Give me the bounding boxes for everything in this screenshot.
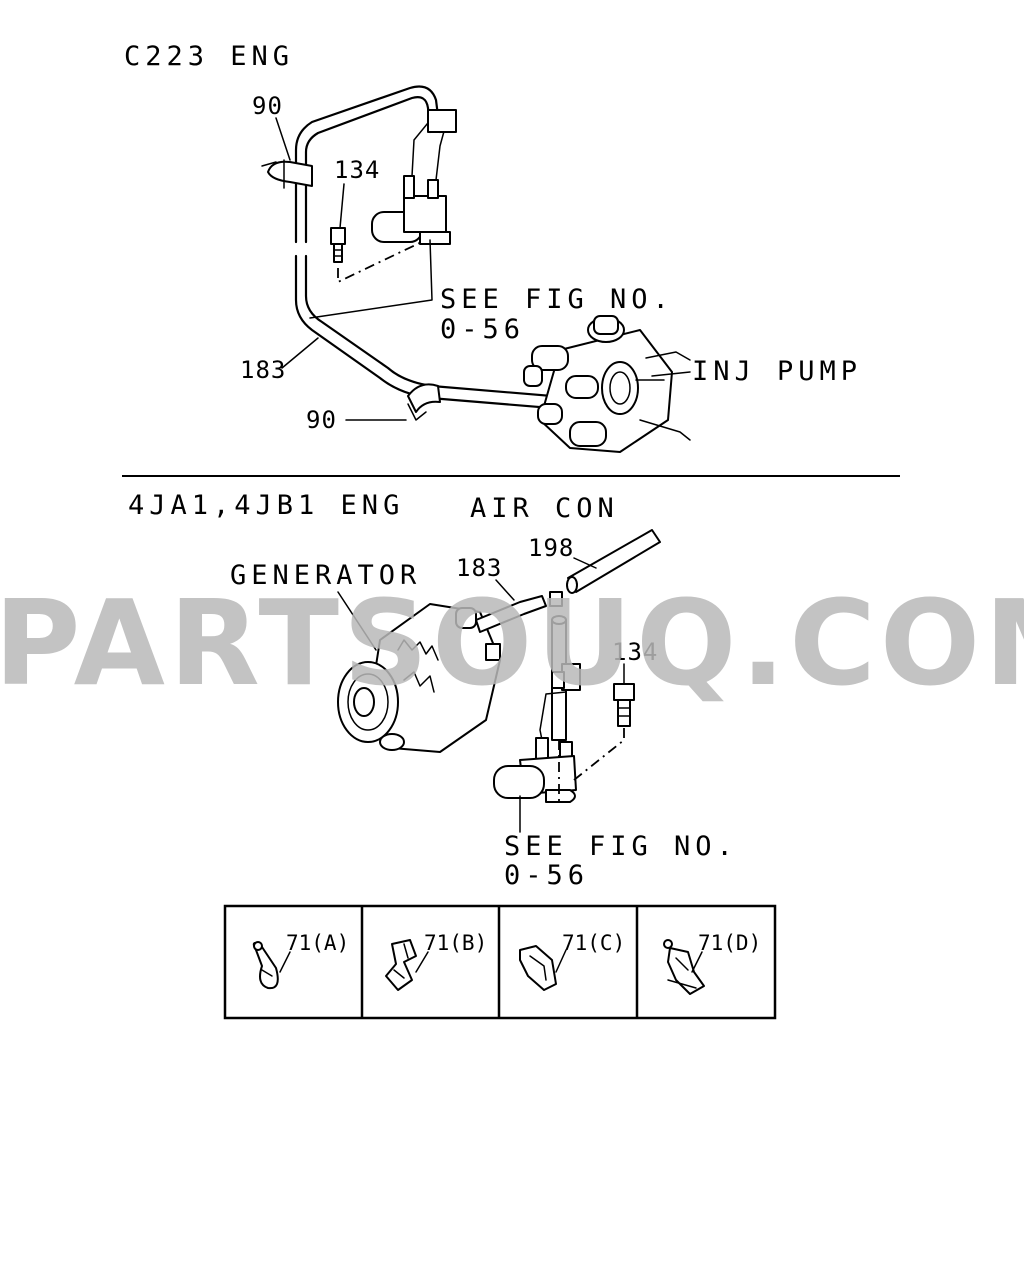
clip-90-lower bbox=[407, 383, 441, 421]
clip-label-a: 71(A) bbox=[286, 931, 349, 955]
top-heading: C223 ENG bbox=[124, 41, 294, 72]
leader-see-fig-top bbox=[309, 239, 433, 319]
bottom-subheading: AIR CON bbox=[470, 493, 619, 524]
injection-pump bbox=[523, 315, 691, 453]
callout-134-top: 134 bbox=[334, 156, 380, 184]
callout-183-bottom: 183 bbox=[456, 554, 502, 582]
top-see-fig-line2: 0-56 bbox=[440, 314, 525, 345]
label-generator: GENERATOR bbox=[230, 560, 421, 591]
clip-cell-c: 71(C) bbox=[519, 931, 625, 991]
bottom-see-fig-line1: SEE FIG NO. bbox=[504, 831, 738, 862]
clip-90-upper bbox=[261, 159, 313, 189]
label-inj-pump: INJ PUMP bbox=[692, 356, 862, 387]
pipe-198 bbox=[566, 529, 661, 594]
bottom-heading: 4JA1,4JB1 ENG bbox=[128, 490, 404, 521]
clip-cell-d: 71(D) bbox=[663, 931, 761, 995]
callout-183-top: 183 bbox=[240, 356, 286, 384]
vsv-valve-bottom bbox=[493, 663, 581, 803]
hose-183-top bbox=[294, 85, 602, 414]
clip-table: 71(A) 71(B) 71(C) 71(D) bbox=[223, 904, 777, 1020]
generator bbox=[337, 595, 547, 753]
vsv-valve-top bbox=[371, 109, 457, 245]
leader-bolt-to-valve-top bbox=[337, 237, 431, 284]
callout-90-lower: 90 bbox=[306, 406, 337, 434]
clip-label-d: 71(D) bbox=[698, 931, 761, 955]
clip-label-b: 71(B) bbox=[424, 931, 487, 955]
callout-198: 198 bbox=[528, 534, 574, 562]
top-see-fig-line1: SEE FIG NO. bbox=[440, 284, 674, 315]
callout-90-upper: 90 bbox=[252, 92, 283, 120]
clip-cell-a: 71(A) bbox=[252, 931, 349, 990]
bolt-134-bottom bbox=[613, 683, 635, 727]
callout-134-bottom: 134 bbox=[612, 638, 658, 666]
clip-cell-b: 71(B) bbox=[385, 931, 487, 991]
bolt-134-top bbox=[330, 227, 346, 263]
clip-label-c: 71(C) bbox=[562, 931, 625, 955]
watermark: PARTSOUQ.COM bbox=[0, 574, 1024, 712]
bottom-see-fig-line2: 0-56 bbox=[504, 860, 589, 891]
